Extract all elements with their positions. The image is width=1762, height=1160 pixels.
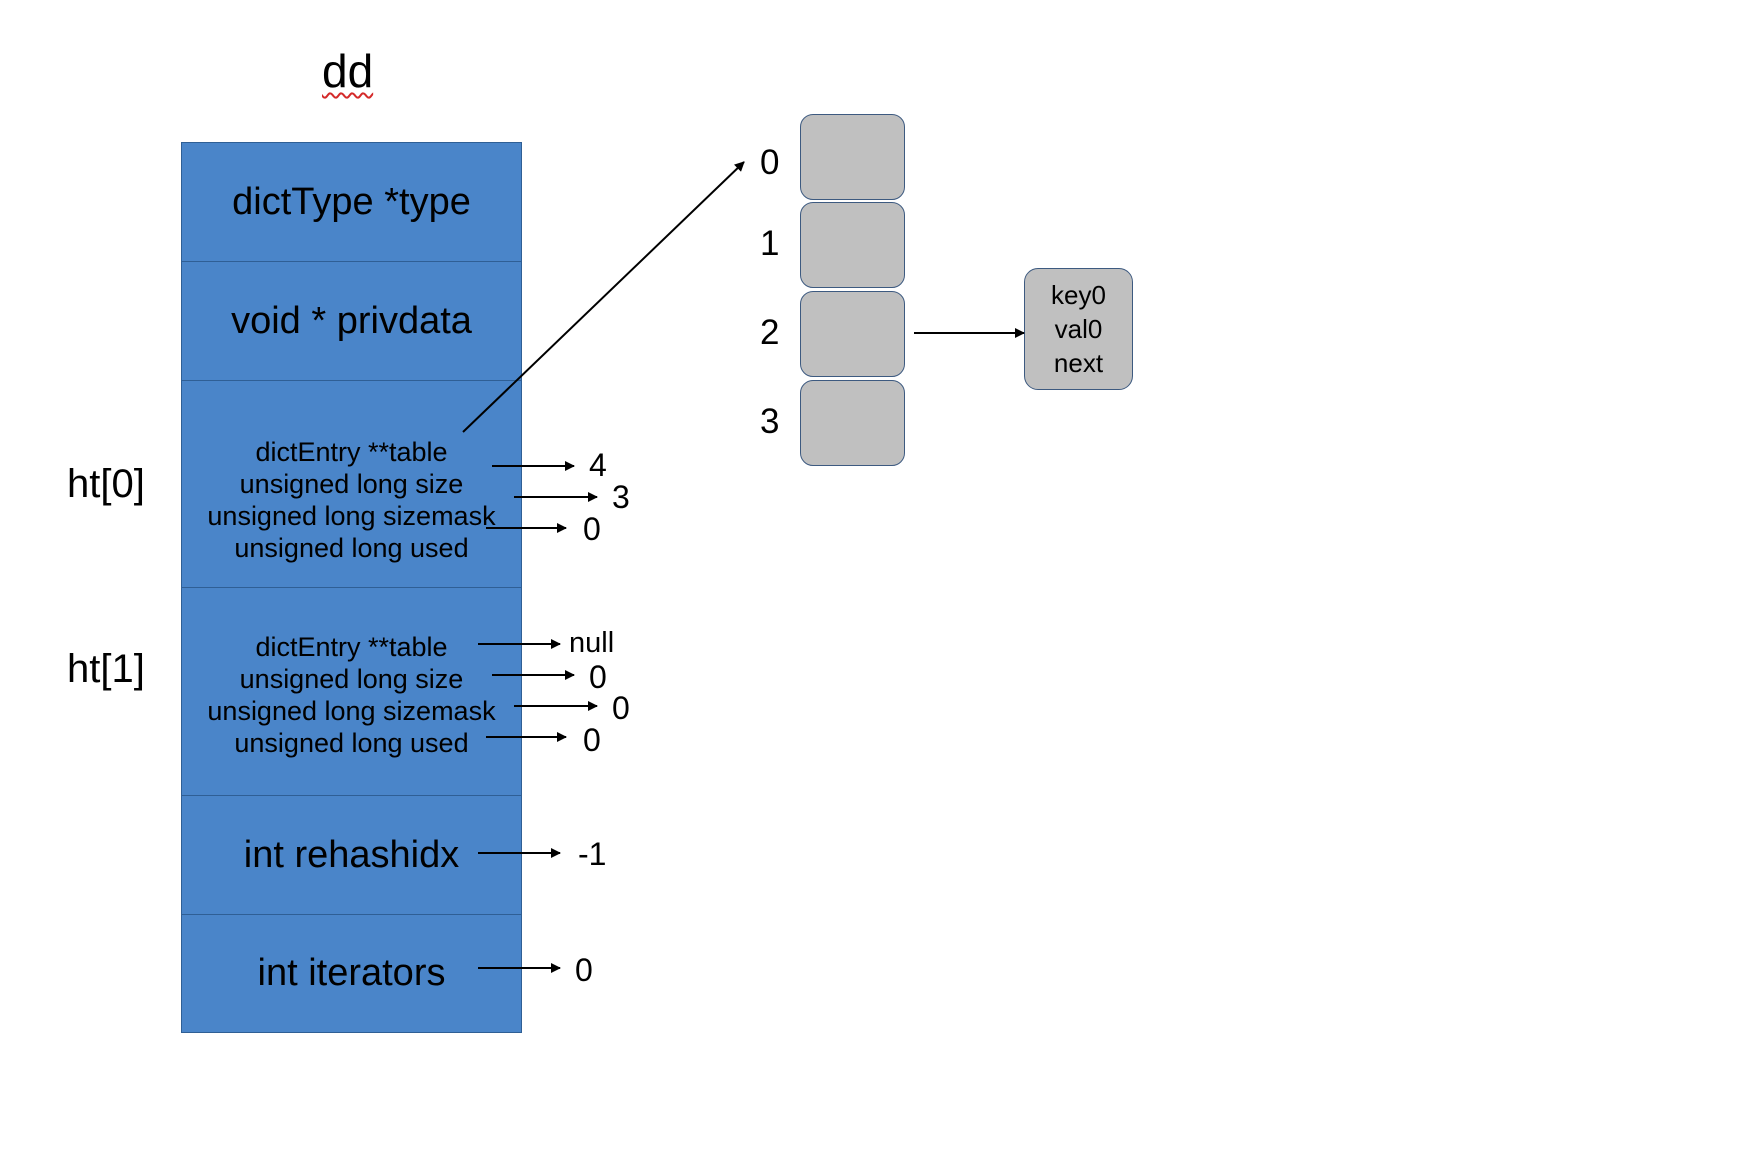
- ht0-size-value: 4: [589, 447, 607, 483]
- ht1-table-value: null: [569, 627, 615, 659]
- bucket-index-3: 3: [760, 402, 780, 441]
- privdata-field-cell: void * privdata: [182, 262, 521, 381]
- ht0-sizemask-value: 3: [612, 479, 630, 515]
- ht1-sizemask-value: 0: [612, 690, 630, 726]
- ht1-fields: dictEntry **table unsigned long size uns…: [207, 631, 495, 759]
- ht0-used-field: unsigned long used: [234, 533, 469, 563]
- ht1-sizemask-field: unsigned long sizemask: [207, 695, 496, 726]
- entry-key: key0: [1051, 280, 1106, 310]
- bucket-2: [800, 291, 905, 377]
- ht1-used-field: unsigned long used: [234, 727, 469, 758]
- ht1-size-field: unsigned long size: [239, 663, 464, 694]
- struct-title: dd: [322, 45, 374, 97]
- ht0-used-value: 0: [583, 511, 601, 547]
- ht0-size-field: unsigned long size: [239, 469, 464, 499]
- type-field-label: dictType *type: [232, 180, 471, 223]
- rehashidx-value: -1: [578, 836, 607, 872]
- dict-struct: dictType *type void * privdata dictEntry…: [181, 142, 522, 1033]
- bucket-3: [800, 380, 905, 466]
- bucket-index-1: 1: [760, 224, 780, 263]
- ht1-label: ht[1]: [67, 647, 145, 691]
- privdata-field-label: void * privdata: [231, 299, 472, 342]
- bucket-0: [800, 114, 905, 200]
- ht0-fields: dictEntry **table unsigned long size uns…: [207, 436, 495, 564]
- ht1-cell: dictEntry **table unsigned long size uns…: [182, 588, 521, 796]
- bucket-index-2: 2: [760, 313, 780, 352]
- type-field-cell: dictType *type: [182, 143, 521, 262]
- ht0-sizemask-field: unsigned long sizemask: [207, 501, 496, 531]
- ht1-table-field: dictEntry **table: [255, 631, 448, 662]
- iterators-value: 0: [575, 952, 593, 988]
- ht0-cell: dictEntry **table unsigned long size uns…: [182, 381, 521, 588]
- bucket-index-0: 0: [760, 143, 780, 182]
- entry-val: val0: [1054, 314, 1103, 344]
- ht0-table-field: dictEntry **table: [255, 437, 448, 467]
- iterators-field-label: int iterators: [257, 951, 446, 994]
- bucket-1: [800, 202, 905, 288]
- entry-next: next: [1053, 348, 1104, 378]
- ht0-label: ht[0]: [67, 462, 145, 506]
- rehashidx-field-cell: int rehashidx: [182, 796, 521, 915]
- dict-entry-node: key0 val0 next: [1024, 268, 1133, 390]
- rehashidx-field-label: int rehashidx: [243, 833, 460, 876]
- ht1-used-value: 0: [583, 722, 601, 758]
- ht1-size-value: 0: [589, 659, 607, 695]
- iterators-field-cell: int iterators: [182, 915, 521, 1031]
